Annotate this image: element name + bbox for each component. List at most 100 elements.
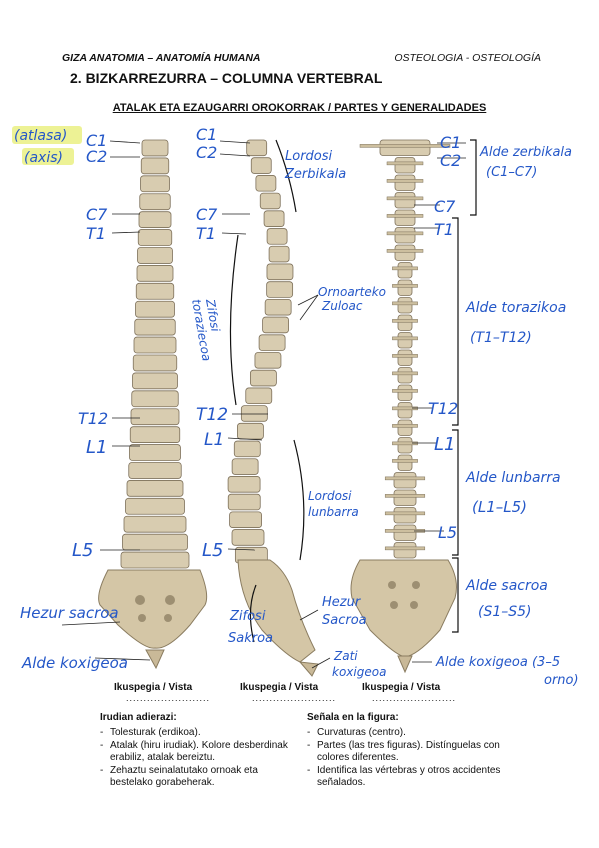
fig2-label-kyphosis-thor-1: Zifosi [203, 297, 223, 333]
posterior-vertebra [397, 384, 413, 401]
anterior-vertebra [137, 247, 173, 264]
fig3-label-c2: C2 [440, 151, 461, 170]
posterior-vertebra [393, 472, 417, 489]
transverse-process [384, 511, 426, 516]
transverse-process [384, 476, 426, 481]
lateral-vertebra [266, 281, 294, 298]
fig3-label-c1: C1 [440, 133, 461, 152]
lateral-vertebra [268, 245, 290, 263]
view-blank-1: ........................ [126, 693, 211, 703]
fig2-label-l5: L5 [202, 540, 223, 561]
fig2-label-c2: C2 [196, 143, 217, 162]
posterior-vertebra [397, 419, 413, 436]
lateral-vertebra [233, 440, 261, 458]
anterior-vertebra [140, 175, 170, 193]
fig2-label-sacrum-2: Sacroa [322, 613, 367, 628]
lateral-vertebra [264, 298, 292, 316]
fig1-label-l5: L5 [72, 540, 93, 561]
fig2-label-coccyx-1: Zati [333, 649, 358, 663]
transverse-process [392, 301, 418, 306]
transverse-process [386, 161, 424, 166]
fig2-label-lordosis-cerv-2: Zerbikala [284, 167, 346, 182]
anterior-vertebra [131, 390, 179, 408]
fig1-label-sacrum: Hezur sacroa [20, 604, 119, 622]
lateral-vertebra [258, 334, 286, 351]
anterior-vertebra [126, 480, 184, 497]
lateral-vertebra [262, 316, 289, 334]
posterior-vertebra [394, 174, 416, 191]
lateral-vertebrae [227, 139, 294, 564]
posterior-vertebra [397, 437, 413, 454]
anterior-vertebra [132, 372, 178, 390]
anterior-vertebra [135, 282, 175, 300]
fig3-label-cervical-1: Alde zerbikala [479, 145, 572, 160]
view-blank-2: ........................ [252, 693, 337, 703]
lateral-vertebra [263, 210, 285, 227]
fig1-label-t1: T1 [86, 224, 106, 243]
fig3-label-t1: T1 [434, 220, 454, 239]
fig2-label-coccyx-2: koxigeoa [332, 665, 386, 679]
posterior-vertebra [397, 367, 413, 384]
transverse-process [386, 249, 424, 253]
lateral-coccyx [298, 661, 319, 677]
fig3-label-lumbar-1: Alde lunbarra [465, 470, 561, 486]
transverse-process [359, 144, 451, 148]
fig3-label-cervical-2: (C1–C7) [486, 165, 537, 180]
anterior-vertebra [129, 444, 181, 461]
fig2-label-kyphosis-sacr-1: Zifosi [229, 609, 266, 624]
anterior-vertebra [134, 318, 176, 336]
transverse-process [392, 284, 418, 288]
fig3-label-l5: L5 [438, 523, 457, 542]
lateral-vertebra [250, 157, 272, 174]
fig3-label-thoracic-1: Alde torazikoa [465, 300, 566, 316]
transverse-process [386, 231, 424, 236]
view-blank-3: ........................ [372, 693, 457, 703]
anterior-vertebra [133, 336, 177, 354]
fig2-label-l1: L1 [204, 430, 224, 450]
anterior-vertebra [136, 265, 174, 282]
lateral-vertebra [240, 405, 268, 422]
transverse-process [392, 266, 418, 271]
transverse-process [386, 214, 424, 218]
fig2-label-kyphosis-sacr-2: Sakroa [228, 631, 273, 646]
instruction-eu-item: Zehaztu seinalatutako ornoak eta bestela… [100, 765, 300, 790]
transverse-process [384, 546, 426, 551]
anterior-vertebra [132, 354, 178, 372]
instructions-eu-title: Irudian adierazi: [100, 712, 177, 723]
fig2-label-disc-1: Ornoarteko [318, 285, 386, 299]
lateral-vertebra [245, 387, 273, 405]
anterior-vertebra [122, 533, 188, 551]
posterior-vertebra [394, 157, 416, 174]
anterior-vertebra [141, 139, 169, 157]
posterior-vertebra [394, 209, 416, 226]
lateral-vertebra [231, 458, 259, 475]
fig2-label-lordosis-lumb-2: lunbarra [308, 505, 359, 519]
posterior-vertebra [379, 139, 431, 156]
anterior-vertebra [140, 157, 170, 175]
posterior-vertebra [393, 507, 417, 524]
fig2-label-disc-2: Zuloac [321, 299, 363, 313]
transverse-process [392, 459, 418, 463]
instruction-es-item: Curvaturas (centro). [307, 727, 517, 740]
lateral-vertebra [246, 139, 268, 157]
instructions-eu-list: Tolesturak (erdikoa). Atalak (hiru irudi… [100, 727, 300, 790]
fig3-label-l1: L1 [434, 434, 455, 455]
transverse-process [386, 179, 424, 183]
spine-lateral [227, 139, 319, 677]
anterior-vertebrae [120, 139, 190, 569]
view-label-1: Ikuspegia / Vista [114, 682, 193, 693]
posterior-vertebra [397, 297, 413, 314]
anterior-vertebra [125, 497, 185, 515]
fig2-label-c7: C7 [196, 205, 218, 224]
lateral-vertebra [266, 263, 294, 281]
anterior-vertebra [120, 551, 190, 569]
transverse-process [384, 494, 426, 498]
fig3-label-c7: C7 [434, 197, 456, 216]
instructions-es-title: Señala en la figura: [307, 712, 399, 723]
posterior-vertebra [397, 279, 413, 296]
axis-highlight [22, 148, 74, 165]
fig2-label-lordosis-lumb-1: Lordosi [308, 489, 352, 503]
fig1-label-coccyx: Alde koxigeoa [21, 654, 128, 672]
fig3-label-coccygeal-1: Alde koxigeoa (3–5 [435, 655, 560, 670]
header-left: GIZA ANATOMIA – ANATOMÍA HUMANA [62, 52, 261, 64]
